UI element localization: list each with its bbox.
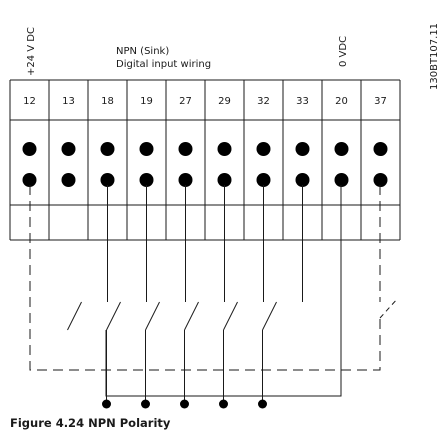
switch-blade [184,301,199,331]
plus-24v-dc-label: +24 V DC [26,27,37,76]
terminal-screw-top [295,142,310,156]
switch-blade [67,301,82,331]
wiring [29,185,399,404]
terminal-screw-top [100,142,115,156]
junction-dots [102,399,267,409]
terminal-number: 19 [140,96,153,107]
figure-caption: Figure 4.24 NPN Polarity [10,416,171,430]
dashed-24v-loop [29,185,381,371]
terminal-screw-bottom [256,173,271,187]
terminal-number: 13 [62,96,75,107]
screw-dots [22,142,388,187]
terminal-screw-top [217,142,232,156]
terminal-screw-bottom [178,173,193,187]
terminal-screw-bottom [295,173,310,187]
terminal-block [9,79,401,241]
terminal-screw-top [139,142,154,156]
switch-blade [223,301,238,331]
terminal-screw-bottom [373,173,388,187]
terminal-number: 18 [101,96,114,107]
terminal-numbers: 12 13 18 19 27 29 32 33 20 37 [23,96,387,107]
junction-dot [219,399,228,409]
terminal-screw-top [61,142,76,156]
terminal-screw-bottom [61,173,76,187]
terminal-screw-top [256,142,271,156]
terminal-number: 27 [179,96,192,107]
terminal-screw-top [22,142,37,156]
terminal-number: 20 [335,96,348,107]
zero-vdc-return-wire [105,185,342,397]
terminal-screw-bottom [22,173,37,187]
terminal-screw-bottom [139,173,154,187]
junction-dot [180,399,189,409]
figure-code: 130BT107.11 [429,23,440,90]
terminal-screw-bottom [217,173,232,187]
terminal-number: 29 [218,96,231,107]
junction-dot [102,399,111,409]
terminal-screw-bottom [334,173,349,187]
switch-blade [106,301,121,331]
terminal-screw-bottom [100,173,115,187]
terminal-number: 37 [374,96,387,107]
terminal-number: 12 [23,96,36,107]
terminal-number: 32 [257,96,270,107]
junction-dot [141,399,150,409]
switch-37-blade [379,297,399,319]
switch-blade [262,301,277,331]
junction-dot [258,399,267,409]
title-line-2: Digital input wiring [116,59,211,70]
terminal-screw-top [334,142,349,156]
zero-vdc-label: 0 VDC [338,36,349,67]
terminal-screw-top [373,142,388,156]
title-line-1: NPN (Sink) [116,46,169,57]
switch-blade [145,301,160,331]
terminal-screw-top [178,142,193,156]
terminal-number: 33 [296,96,309,107]
